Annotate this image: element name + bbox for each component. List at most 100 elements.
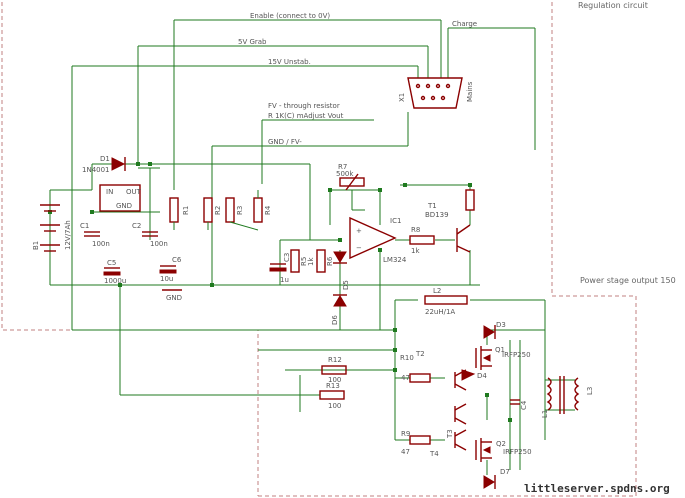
label-c3: C3 xyxy=(283,253,291,262)
label-d1: D1 xyxy=(100,155,110,163)
label-t2: T2 xyxy=(415,350,425,358)
label-l2: L2 xyxy=(433,287,441,295)
label-t1: T1 xyxy=(427,202,437,210)
mains-connector-x1 xyxy=(407,77,463,109)
resistor-r6 xyxy=(316,249,326,273)
label-x1: X1 xyxy=(398,93,406,102)
label-r13-value: 100 xyxy=(328,402,341,410)
label-d4: D4 xyxy=(477,372,487,380)
label-d1-value: 1N4001 xyxy=(82,166,110,174)
potentiometer-r7 xyxy=(339,177,365,187)
inductor-l2 xyxy=(424,295,468,305)
label-r12-value: 100 xyxy=(328,376,341,384)
resistor-r4 xyxy=(253,197,263,223)
resistor-r5 xyxy=(290,249,300,273)
opamp-plus-sign: + xyxy=(356,227,362,235)
resistor-r1 xyxy=(169,197,179,223)
net-label-5v-grab: 5V Grab xyxy=(238,38,267,46)
label-l3: L3 xyxy=(586,387,594,395)
regulation-frame-title: Regulation circuit xyxy=(578,1,648,10)
label-c4: C4 xyxy=(520,400,528,410)
label-q1-value: IRFP250 xyxy=(502,351,531,359)
label-r5: R5 xyxy=(300,257,308,266)
label-r8: R8 xyxy=(411,226,420,234)
net-label-enable: Enable (connect to 0V) xyxy=(250,12,330,20)
label-b1: B1 xyxy=(32,241,40,250)
capacitor-c4 xyxy=(510,399,520,405)
label-r2: R2 xyxy=(214,206,222,215)
label-ic1-value: LM324 xyxy=(383,256,407,264)
label-r9-value: 47 xyxy=(401,448,410,456)
capacitor-c1 xyxy=(84,231,100,237)
net-label-gnd: GND / FV- xyxy=(268,138,302,146)
label-d5: D5 xyxy=(342,280,350,290)
diode-d7 xyxy=(483,475,496,489)
watermark: littleserver.spdns.org xyxy=(524,482,670,495)
diode-d1 xyxy=(111,157,126,171)
label-gnd: GND xyxy=(166,294,182,302)
capacitor-c6 xyxy=(159,265,177,274)
resistor-r12 xyxy=(321,365,347,375)
diode-d4 xyxy=(461,369,476,381)
label-c3-value: 1u xyxy=(280,276,289,284)
diode-d6 xyxy=(333,294,347,307)
label-r4: R4 xyxy=(264,205,272,215)
label-l2-value: 22uH/1A xyxy=(425,308,455,316)
diode-d3 xyxy=(483,325,496,339)
label-r3: R3 xyxy=(236,206,244,215)
label-u1-out: OUT xyxy=(126,188,142,196)
junctions xyxy=(48,162,512,422)
capacitor-c3 xyxy=(269,263,287,272)
capacitor-c2 xyxy=(142,231,158,237)
net-label-15v-unstab: 15V Unstab. xyxy=(268,58,311,66)
diode-d5 xyxy=(333,251,347,264)
label-t3: T3 xyxy=(446,429,454,439)
resistor-r2 xyxy=(203,197,213,223)
battery-b1 xyxy=(40,204,60,252)
net-wires xyxy=(49,19,575,475)
capacitor-c5 xyxy=(103,267,121,276)
mosfet-q1 xyxy=(475,346,492,370)
label-r6-value: 1k xyxy=(307,257,315,266)
label-r13: R13 xyxy=(326,382,340,390)
label-q2: Q2 xyxy=(496,440,506,448)
label-r9: R9 xyxy=(401,430,410,438)
opamp-ic1 xyxy=(349,216,397,260)
transistor-t1 xyxy=(456,224,471,253)
resistor-r9 xyxy=(409,435,431,445)
label-c6-value: 10u xyxy=(160,275,173,283)
label-r7: R7 xyxy=(338,163,347,171)
label-u1-in: IN xyxy=(106,188,113,196)
label-t4: T4 xyxy=(429,450,439,458)
label-d7: D7 xyxy=(500,468,510,476)
transformer-l1-l3 xyxy=(546,376,580,414)
resistor-r2b xyxy=(465,189,475,211)
opamp-minus-sign: − xyxy=(356,244,362,252)
label-r1: R1 xyxy=(182,206,190,215)
power-frame-title: Power stage output 150 xyxy=(580,276,676,285)
label-r6: R6 xyxy=(326,256,334,266)
label-r8-value: 1k xyxy=(411,247,420,255)
label-r10-value: 47 xyxy=(401,374,410,382)
label-r10: R10 xyxy=(400,354,414,362)
label-c2: C2 xyxy=(132,222,141,230)
mosfet-q2 xyxy=(475,438,492,462)
resistor-r10 xyxy=(409,373,431,383)
net-label-note1: FV - through resistor xyxy=(268,102,340,110)
label-r12: R12 xyxy=(328,356,342,364)
transistor-t4 xyxy=(454,429,467,451)
label-ic1: IC1 xyxy=(390,217,401,225)
transistor-t3 xyxy=(454,403,467,425)
label-c5-value: 1000u xyxy=(104,277,126,285)
label-d3: D3 xyxy=(496,321,506,329)
label-q1: Q1 xyxy=(495,346,505,354)
label-t1-value: BD139 xyxy=(425,211,449,219)
net-label-note2: R 1K(C) mAdjust Vout xyxy=(268,112,344,120)
label-q2-value: IRFP250 xyxy=(503,448,532,456)
label-c2-value: 100n xyxy=(150,240,168,248)
label-u1-gnd: GND xyxy=(116,202,132,210)
resistor-r3 xyxy=(225,197,235,223)
resistor-r8 xyxy=(409,235,435,245)
